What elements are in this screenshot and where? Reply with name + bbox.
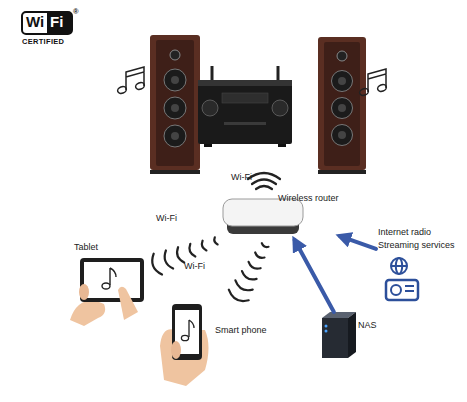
stream-arrow (295, 240, 334, 312)
tablet-body (80, 258, 144, 302)
edge-label: Wi-Fi (184, 261, 205, 272)
note-head (117, 85, 128, 94)
woofer-cap (171, 76, 179, 84)
note-head (377, 83, 388, 92)
node-label: Streaming services (378, 240, 455, 251)
woofer (332, 98, 353, 119)
logo-frame (22, 12, 72, 34)
speaker-cabinet (318, 37, 366, 170)
note-head (359, 87, 370, 96)
antenna (277, 66, 280, 80)
woofer (164, 69, 186, 91)
nas-side (348, 312, 356, 358)
speaker-foot (318, 170, 366, 174)
note-stem (110, 268, 116, 285)
speaker-foot (150, 170, 200, 174)
woofer-cap (338, 104, 346, 112)
router-top (223, 199, 303, 226)
finger (118, 287, 138, 320)
logo-caption: CERTIFIED (22, 37, 64, 46)
edge-label: Wi-Fi (156, 213, 177, 224)
nas-node: NAS (315, 312, 380, 362)
phone-icon (160, 304, 209, 386)
receiver-top (198, 80, 292, 86)
receiver-body (198, 80, 292, 144)
wifi-label: Wi-Fi (231, 172, 252, 183)
receiver-buttons (224, 122, 266, 125)
receiver-knob (202, 100, 218, 116)
wifi-waves (152, 237, 217, 274)
node-label: Tablet (74, 242, 98, 253)
nas-led (325, 330, 328, 333)
phone-node: Smart phone (160, 300, 270, 380)
logo-text: Wi (26, 13, 44, 31)
radio-icon (386, 258, 418, 300)
speaker-baffle (324, 42, 360, 166)
note-head (102, 283, 110, 289)
woofer (164, 125, 186, 147)
woofer (332, 125, 353, 146)
left-speaker (150, 35, 200, 174)
node-label: NAS (358, 320, 377, 331)
receiver-foot (204, 144, 212, 147)
node-label: Wireless router (278, 193, 339, 204)
hand (70, 300, 105, 326)
source-node: Internet radioStreaming services (376, 226, 466, 304)
radio-body (386, 280, 418, 300)
antenna (211, 66, 214, 80)
woofer-cap (338, 77, 346, 85)
note-head (135, 81, 146, 90)
thumb (171, 341, 181, 359)
tablet-screen (84, 262, 140, 298)
phone-body (172, 304, 202, 360)
radio-dial (405, 285, 414, 287)
woofer-cap (338, 131, 346, 139)
receiver-knob (272, 100, 288, 116)
av-receiver (198, 66, 292, 147)
nas-front (322, 318, 348, 358)
receiver-display (222, 93, 268, 103)
wifi-waves (248, 173, 280, 189)
stream-arrow (340, 236, 376, 249)
node-label: Smart phone (215, 325, 267, 336)
router-icon (223, 199, 303, 234)
note-stem (189, 320, 194, 337)
radio-dial (405, 290, 414, 292)
speaker-baffle (156, 40, 194, 166)
globe (391, 258, 407, 274)
nas-icon (322, 312, 356, 358)
nas-led (325, 325, 328, 328)
logo-fill (47, 12, 72, 34)
node-label: Internet radio (378, 227, 431, 238)
tablet-node: Tablet (72, 240, 152, 325)
woofer (164, 97, 186, 119)
globe-equator (391, 265, 407, 267)
music-note (359, 69, 388, 97)
note-head (181, 335, 188, 340)
music-note (117, 67, 146, 95)
right-speaker (318, 37, 366, 174)
radio-speaker (391, 285, 401, 295)
tweeter (337, 51, 347, 61)
router-node: Wireless router (222, 190, 340, 240)
speaker-cabinet (150, 35, 200, 170)
receiver-foot (278, 144, 286, 147)
woofer-cap (171, 132, 179, 140)
tweeter (170, 50, 180, 60)
wifi-waves (229, 243, 269, 301)
registered-mark: ® (73, 7, 79, 16)
woofer-cap (171, 104, 179, 112)
logo-text: Fi (50, 13, 63, 31)
thumb (79, 284, 89, 300)
woofer (332, 71, 353, 92)
tablet-icon (70, 258, 144, 326)
